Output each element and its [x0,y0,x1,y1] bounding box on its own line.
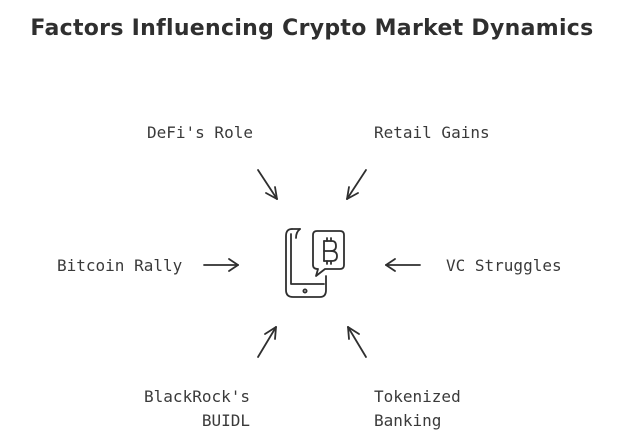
factor-retail-gains: Retail Gains [374,123,490,142]
factor-defi-role: DeFi's Role [147,123,253,142]
arrow-bitcoin [203,258,239,272]
arrow-vc [385,258,421,272]
arrow-retail [346,169,367,200]
phone-bitcoin-icon [285,228,345,298]
arrow-blackrock [257,326,277,358]
factor-vc-struggles: VC Struggles [446,256,562,275]
factor-blackrock-buidl: BlackRock's BUIDL [138,385,250,433]
arrow-tokenized [347,326,367,358]
diagram-title: Factors Influencing Crypto Market Dynami… [30,16,594,41]
factor-blackrock-line-2: BUIDL [201,411,250,430]
factor-tokenized-line-2: Banking [374,411,442,430]
factor-tokenized-line-1: Tokenized [374,387,461,406]
factor-tokenized-banking: Tokenized Banking [374,385,461,433]
factor-blackrock-line-1: BlackRock's [144,387,250,406]
factor-bitcoin-rally: Bitcoin Rally [57,256,183,275]
arrow-defi [257,169,278,200]
